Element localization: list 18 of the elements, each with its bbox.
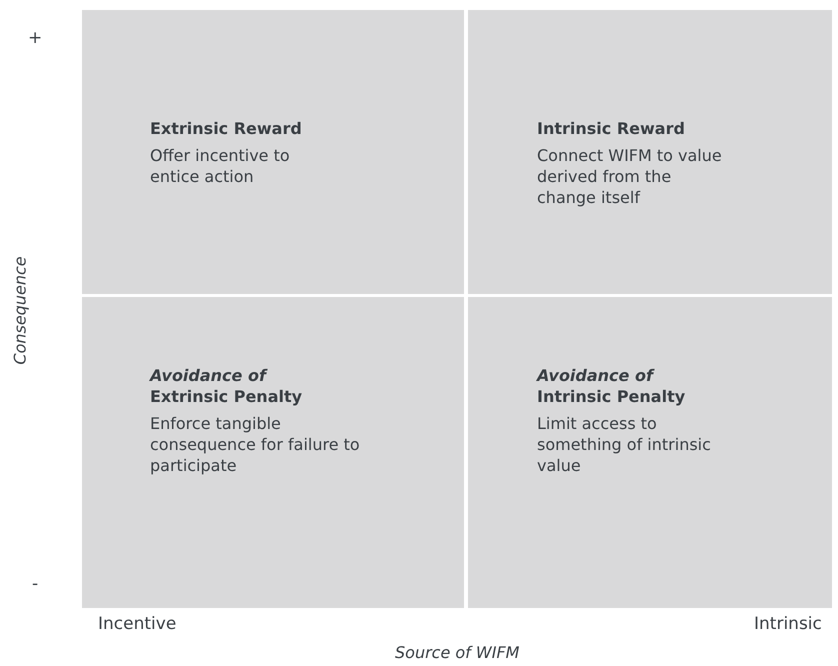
- axis-end-mark: +: [28, 28, 42, 48]
- quadrant-description: Limit access to something of intrinsic value: [537, 413, 712, 476]
- quadrant-description: Offer incentive to entice action: [150, 145, 291, 187]
- quadrant-heading: Extrinsic Reward: [150, 118, 303, 139]
- quadrant-description: Connect WIFM to value derived from the change itself: [537, 145, 723, 208]
- axis-title: Source of WIFM: [395, 642, 520, 662]
- axis-end-mark: -: [32, 574, 38, 594]
- quadrant-panel: [468, 10, 832, 294]
- quadrant-heading: Avoidance of Extrinsic Penalty: [150, 365, 304, 407]
- quadrant-panel: [468, 297, 832, 608]
- quadrant-description: Enforce tangible consequence for failure to participate: [150, 413, 361, 476]
- axis-end-label: Intrinsic: [754, 614, 822, 634]
- quadrant-heading: Avoidance of Intrinsic Penalty: [537, 365, 686, 407]
- quadrant-heading: Intrinsic Reward: [537, 118, 686, 139]
- quadrant-panel: [82, 297, 464, 608]
- quadrant-panel: [82, 10, 464, 294]
- axis-end-label: Incentive: [98, 614, 176, 634]
- axis-title: Consequence: [10, 256, 30, 364]
